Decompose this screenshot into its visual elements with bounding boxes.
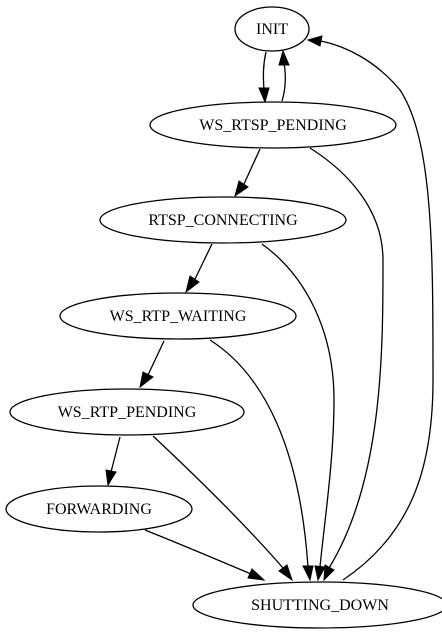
edge-ws-rtp-waiting-to-ws-rtp-pending (139, 340, 165, 389)
state-label: RTSP_CONNECTING (148, 212, 298, 229)
edges (105, 35, 434, 582)
edge-ws-rtp-pending-to-forwarding (105, 436, 121, 487)
edge-ws-rtsp-pending-to-init (278, 49, 290, 102)
state-node-rtsp-connecting[interactable]: RTSP_CONNECTING (99, 196, 347, 244)
state-label: SHUTTING_DOWN (251, 597, 389, 614)
state-label: INIT (256, 21, 288, 38)
state-node-ws-rtp-pending[interactable]: WS_RTP_PENDING (9, 388, 245, 436)
state-label: WS_RTP_WAITING (110, 308, 247, 325)
edge-ws-rtp-pending-to-shutting-down (152, 435, 293, 582)
edge-rtsp-connecting-to-ws-rtp-waiting (185, 243, 213, 294)
state-node-ws-rtsp-pending[interactable]: WS_RTSP_PENDING (149, 101, 397, 149)
state-label: WS_RTSP_PENDING (199, 117, 347, 134)
edge-forwarding-to-shutting-down (144, 529, 266, 581)
state-node-shutting-down[interactable]: SHUTTING_DOWN (192, 581, 442, 629)
state-label: WS_RTP_PENDING (58, 404, 197, 421)
state-label: FORWARDING (46, 501, 152, 518)
nodes: INIT WS_RTSP_PENDING RTSP_CONNECTING WS_… (5, 6, 442, 629)
state-node-init[interactable]: INIT (234, 6, 310, 52)
state-node-ws-rtp-waiting[interactable]: WS_RTP_WAITING (59, 292, 297, 340)
edge-ws-rtp-waiting-to-shutting-down (209, 339, 314, 582)
state-node-forwarding[interactable]: FORWARDING (5, 485, 193, 533)
edge-ws-rtsp-pending-to-rtsp-connecting (234, 148, 261, 198)
edge-init-to-ws-rtsp-pending (258, 51, 270, 104)
edge-ws-rtsp-pending-to-shutting-down (309, 147, 384, 582)
edge-rtsp-connecting-to-shutting-down (261, 243, 335, 582)
edge-shutting-down-to-init (306, 35, 434, 581)
